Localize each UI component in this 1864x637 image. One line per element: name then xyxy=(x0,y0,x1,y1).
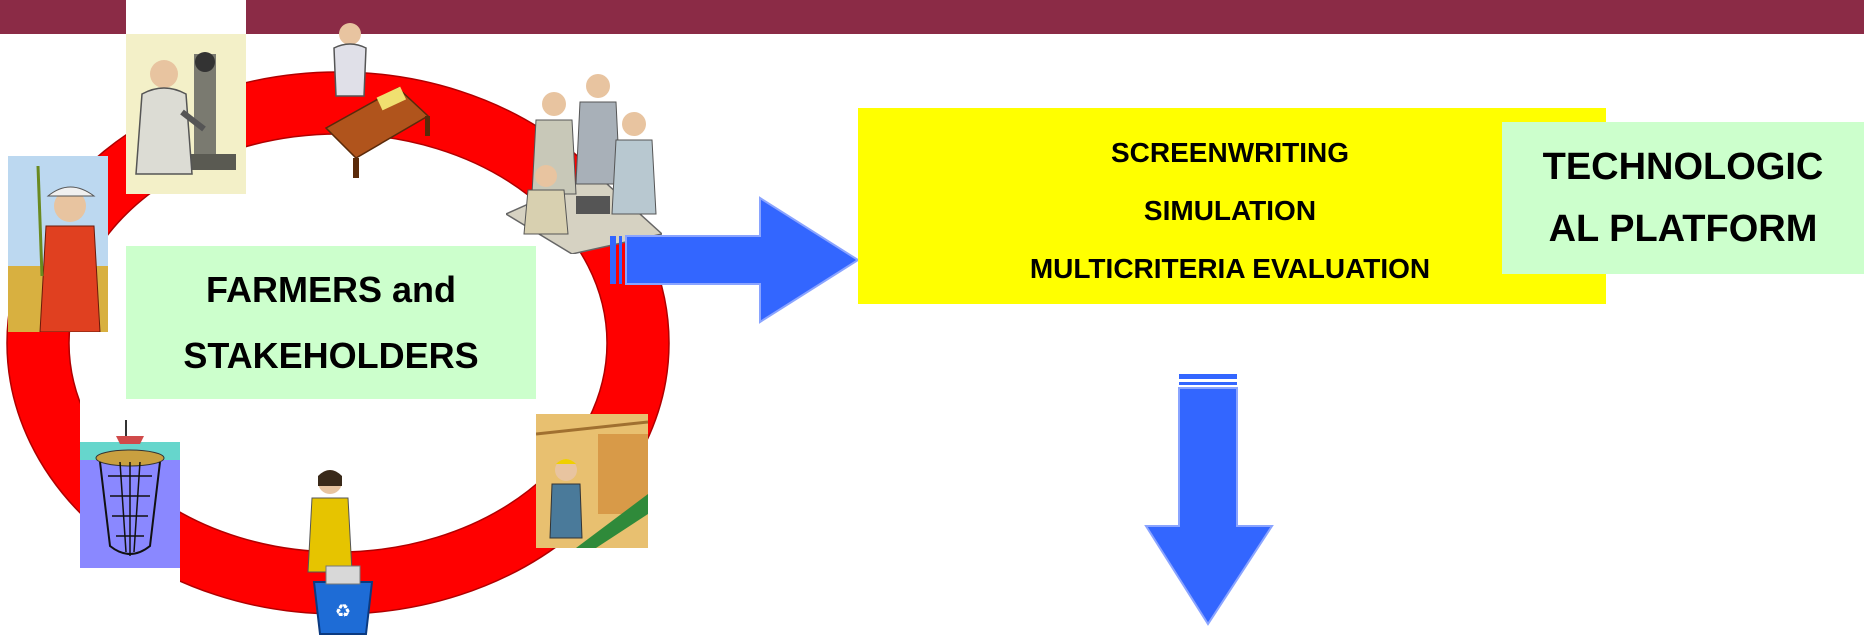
fishing-net-icon xyxy=(80,396,180,586)
process-box xyxy=(858,108,1606,304)
step-screenwriting: SCREENWRITING xyxy=(1111,137,1349,168)
right-arrow xyxy=(610,196,860,324)
step-multicriteria-evaluation: MULTICRITERIA EVALUATION xyxy=(1029,253,1431,284)
down-arrow xyxy=(1144,374,1274,626)
svg-text:♻: ♻ xyxy=(335,601,351,621)
warehouse-worker-icon xyxy=(536,414,648,548)
technological-platform-label: TECHNOLOGIC AL PLATFORM xyxy=(1502,122,1864,274)
platform-label-line-1: TECHNOLOGIC xyxy=(1542,146,1824,188)
farmers-stakeholders-label: FARMERS and STAKEHOLDERS xyxy=(126,246,536,399)
farmers-label-line-1: FARMERS and xyxy=(205,268,456,310)
process-steps: SCREENWRITING SIMULATION MULTICRITERIA E… xyxy=(930,124,1530,298)
scientist-microscope-icon xyxy=(126,34,246,194)
header-bar xyxy=(0,0,1864,34)
platform-label-line-2: AL PLATFORM xyxy=(1548,208,1818,250)
header-notch xyxy=(126,0,246,34)
recycling-person-icon: ♻ xyxy=(307,470,374,635)
meeting-team-icon xyxy=(506,74,662,254)
farmer-icon xyxy=(8,156,108,332)
farmers-label-line-2: STAKEHOLDERS xyxy=(183,334,479,376)
phone-desk-icon xyxy=(324,23,430,178)
step-simulation: SIMULATION xyxy=(1143,195,1317,226)
